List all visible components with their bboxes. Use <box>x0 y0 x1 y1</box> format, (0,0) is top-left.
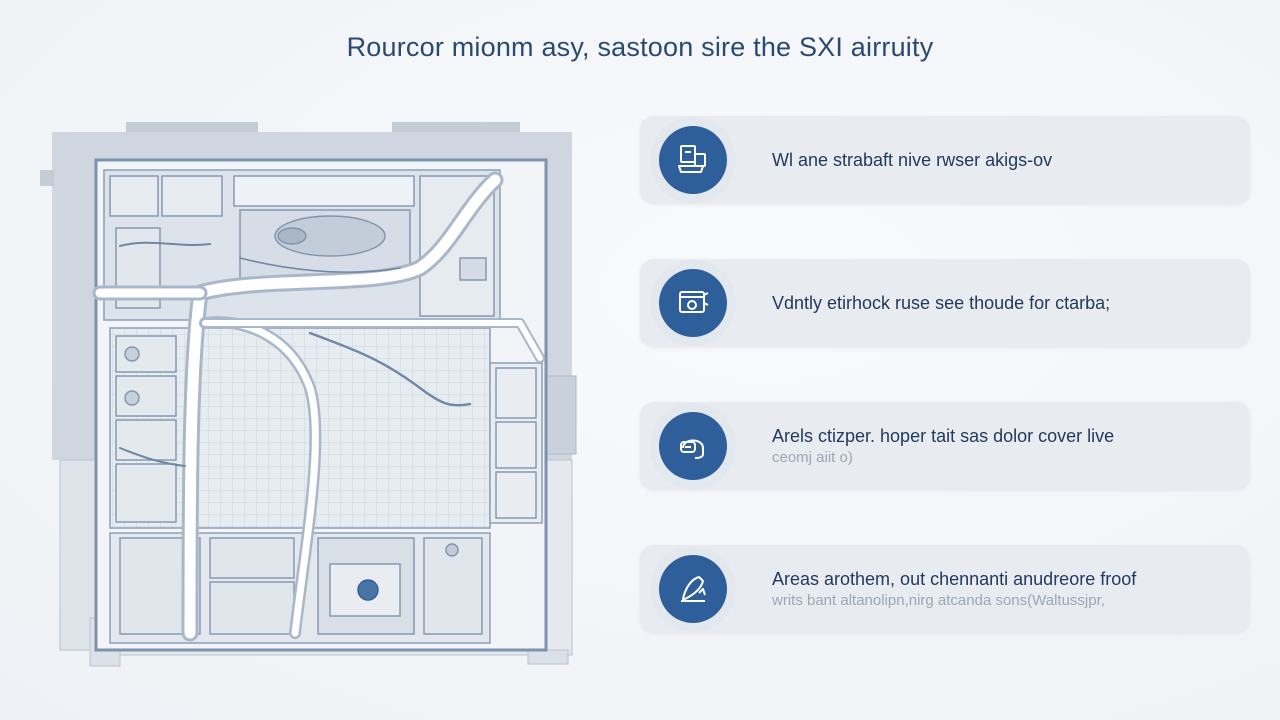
monitor-settings-icon <box>659 269 727 337</box>
feature-label: Vdntly etirhock ruse see thoude for ctar… <box>772 293 1111 313</box>
floor-plan-illustration <box>40 122 577 667</box>
headset-icon <box>659 412 727 480</box>
feature-card: Arels ctizper. hoper tait sas dolor cove… <box>640 402 1250 490</box>
feature-icon-badge <box>650 260 736 346</box>
feature-label: Areas arothem, out chennanti anudreore f… <box>772 569 1137 589</box>
feature-label: Arels ctizper. hoper tait sas dolor cove… <box>772 426 1115 446</box>
pen-tool-icon <box>659 555 727 623</box>
feature-card: Areas arothem, out chennanti anudreore f… <box>640 545 1250 633</box>
feature-sublabel: writs bant altanolipn,nirg atcanda sons(… <box>772 592 1105 609</box>
feature-icon-badge <box>650 117 736 203</box>
feature-icon-badge <box>650 546 736 632</box>
page-title: Rourcor mionm asy, sastoon sire the SXI … <box>346 32 934 62</box>
flow-paths <box>92 171 545 642</box>
feature-label: Wl ane strabaft nive rwser akigs-ov <box>772 150 1053 170</box>
feature-card: Vdntly etirhock ruse see thoude for ctar… <box>640 259 1250 347</box>
feature-sublabel: ceomj aiit o) <box>772 449 853 466</box>
feature-list: Wl ane strabaft nive rwser akigs-ov Vdnt… <box>640 116 1250 633</box>
devices-icon <box>659 126 727 194</box>
feature-icon-badge <box>650 403 736 489</box>
left-rooms <box>115 335 177 523</box>
right-cabinets <box>495 367 537 519</box>
feature-card: Wl ane strabaft nive rwser akigs-ov <box>640 116 1250 204</box>
